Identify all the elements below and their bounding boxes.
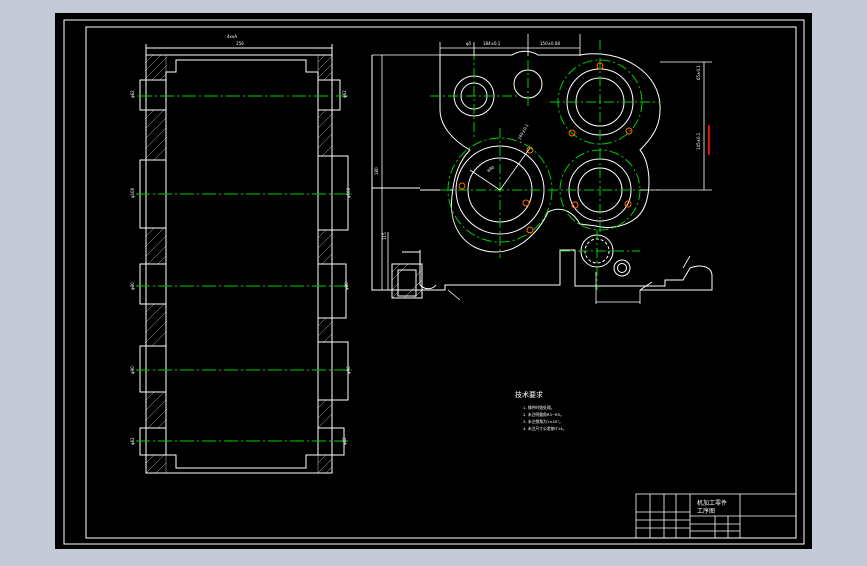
svg-text:φ100: φ100 — [346, 187, 351, 198]
svg-text:φ80: φ80 — [130, 282, 135, 290]
right-view-dimensions — [372, 34, 712, 304]
housing-face-outline — [439, 50, 661, 253]
dim-right-a: 65±0.1 — [696, 65, 701, 80]
section-detail-inner — [397, 269, 417, 297]
drain-hole-inner — [617, 263, 627, 273]
sheet-inner-border — [85, 26, 797, 539]
sheet-outer-border — [63, 19, 805, 545]
svg-text:φ62: φ62 — [342, 90, 347, 98]
left-view-centerlines — [136, 95, 352, 442]
note-1: 1. 铸件时效处理。 — [523, 405, 554, 410]
section-detail-box — [391, 263, 423, 299]
svg-text:φ90: φ90 — [346, 366, 351, 374]
dim-top-a: φ5 — [466, 41, 472, 46]
svg-text:φ80: φ80 — [344, 282, 349, 290]
svg-text:φ62: φ62 — [342, 437, 347, 445]
svg-text:φ90: φ90 — [130, 366, 135, 374]
svg-text:φ100: φ100 — [130, 187, 135, 198]
hatch-pattern-left — [145, 54, 167, 474]
detail-box-hatch — [391, 263, 423, 299]
dim-left-small: 115 — [382, 232, 387, 240]
notes-title: 技术要求 — [515, 390, 543, 399]
dim-circle: φ80 — [486, 164, 496, 172]
right-view-centerlines — [430, 40, 660, 290]
technical-notes: 技术要求 1. 铸件时效处理。 2. 未注明圆角R3~R5。 3. 未注倒角为1… — [515, 390, 566, 431]
svg-text:φ62: φ62 — [130, 90, 135, 98]
note-4: 4. 未注尺寸公差按IT14。 — [523, 426, 566, 431]
sheet-background — [55, 13, 812, 549]
dim-right-b: 145±0.1 — [696, 132, 701, 150]
svg-text:φ62: φ62 — [130, 437, 135, 445]
title-drawing-type: 工序图 — [697, 507, 715, 515]
hatch-pattern-right — [317, 54, 333, 474]
base-groove — [419, 284, 437, 290]
dim-left-height: 180 — [374, 167, 379, 175]
title-block — [635, 493, 797, 539]
left-view-dim-labels: φ62 φ100 φ80 φ90 φ62 φ62 φ100 φ80 φ90 φ6… — [130, 90, 351, 445]
note-3: 3. 未注倒角为1×45°。 — [523, 419, 563, 424]
dim-top-b: 184±0.1 — [483, 41, 501, 46]
dim-top-c: 150±0.08 — [540, 41, 560, 46]
bolt-hole-markers — [458, 62, 633, 234]
drain-hole — [613, 259, 631, 277]
left-section-view: 4xxA 256 — [139, 34, 349, 474]
housing-base-outline — [371, 55, 713, 291]
note-2: 2. 未注明圆角R3~R5。 — [523, 412, 564, 417]
left-top-dim-text2: 256 — [236, 41, 244, 46]
left-top-dim-text: 4xxA — [227, 34, 237, 39]
title-part-name: 机加工零件 — [697, 499, 727, 507]
right-bore-flanges — [317, 79, 349, 456]
